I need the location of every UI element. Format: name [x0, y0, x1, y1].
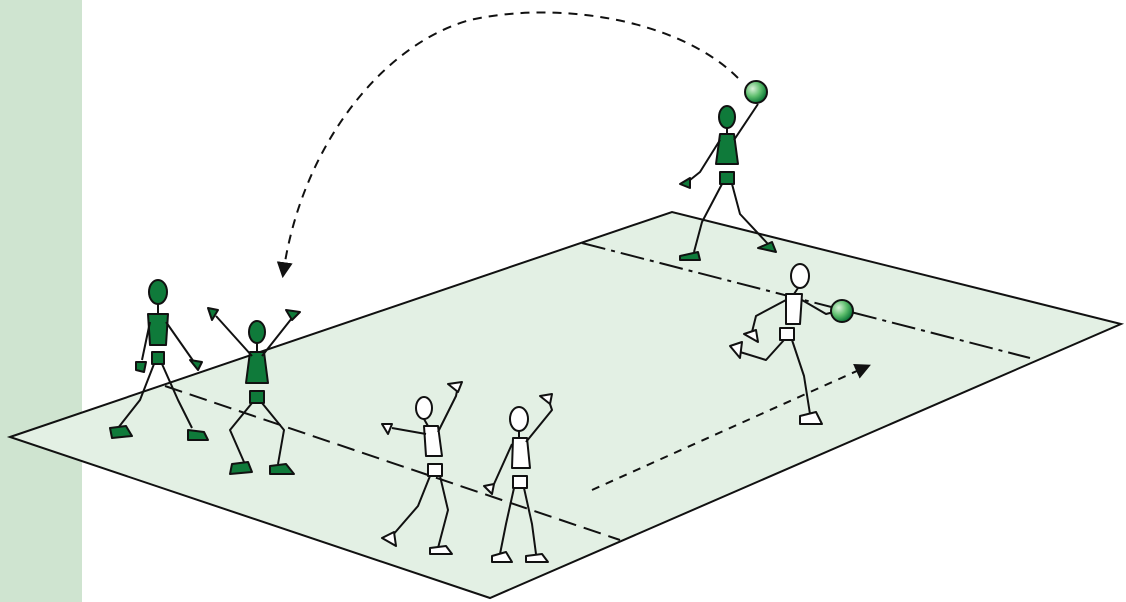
ball-runner [831, 300, 853, 322]
court-surface [10, 212, 1121, 598]
ball-thrower [745, 81, 767, 103]
